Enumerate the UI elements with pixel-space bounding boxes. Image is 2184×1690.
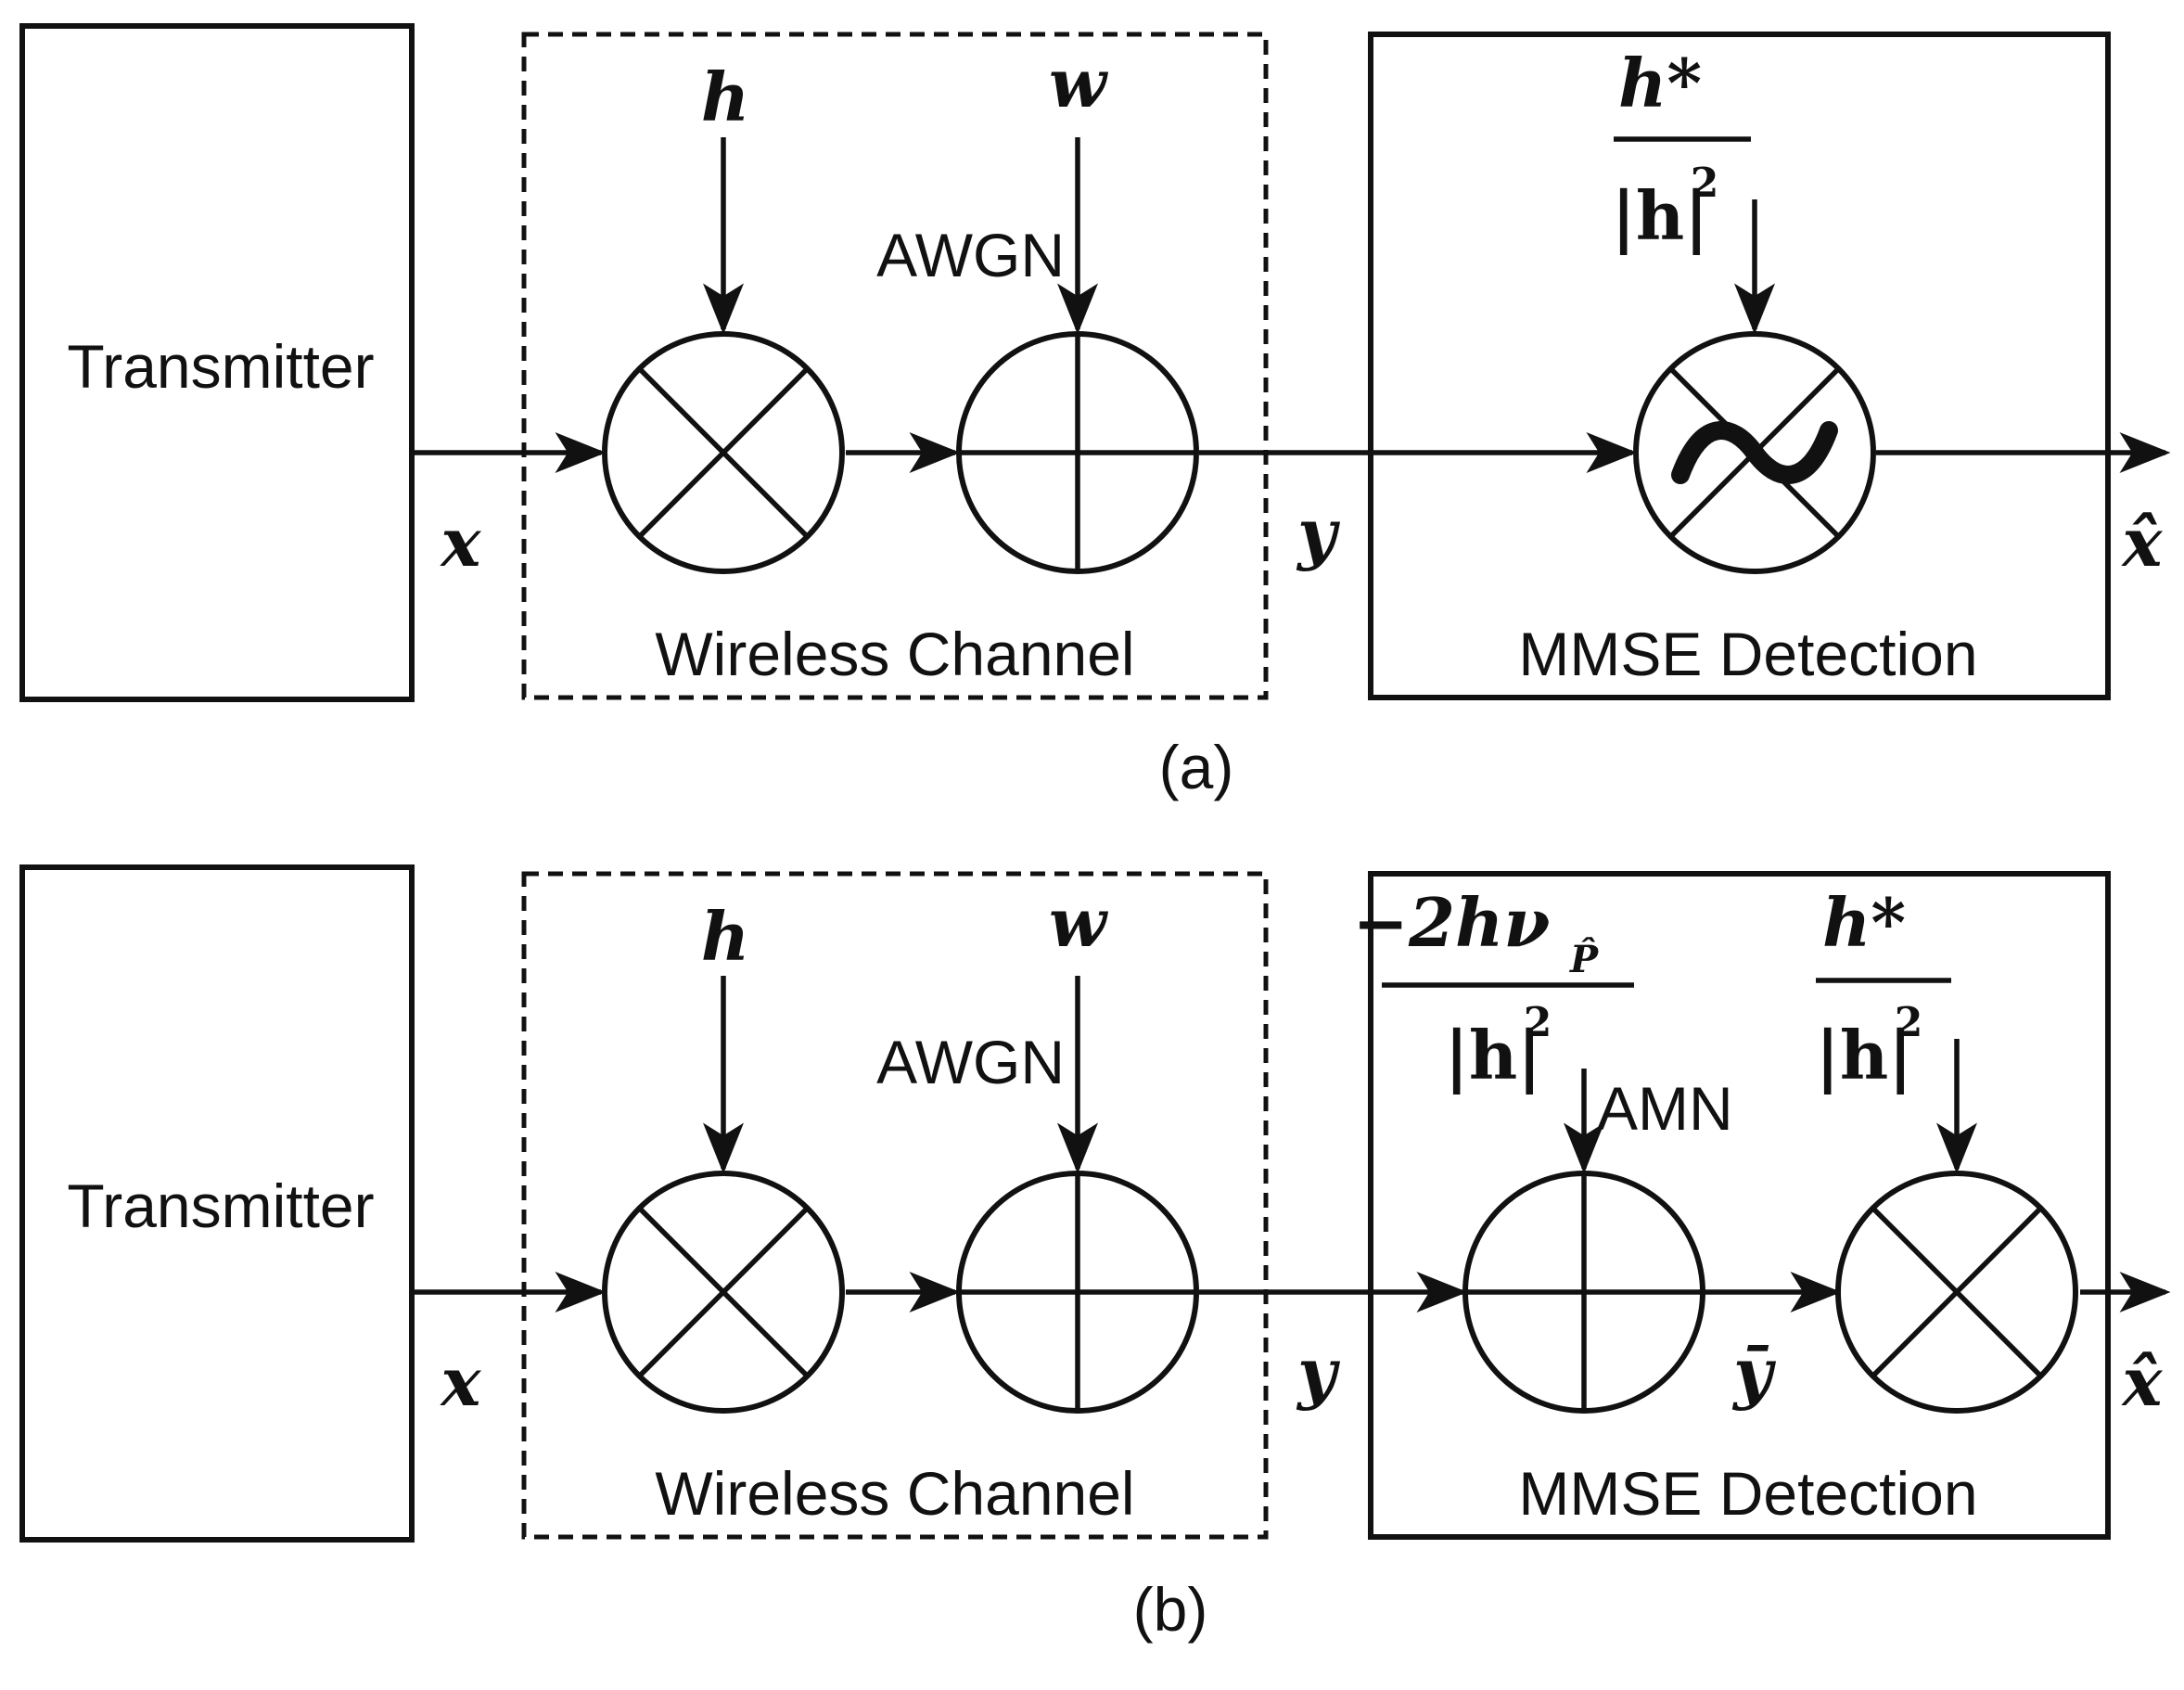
awgn-label-b: AWGN (876, 1028, 1065, 1096)
caption-b: (b) (1133, 1575, 1208, 1644)
amn-adder-b (1462, 1171, 1705, 1414)
h-symbol-a: h (701, 58, 749, 136)
w-symbol-b: w (1049, 883, 1109, 962)
transmitter-label-b: Transmitter (67, 1171, 374, 1240)
x-symbol-a: x (440, 503, 482, 582)
wireless-channel-label-a: Wireless Channel (655, 620, 1134, 688)
wireless-channel-box-b (521, 871, 1269, 1540)
awgn-label-a: AWGN (876, 221, 1065, 289)
awgn-adder-b (956, 1171, 1199, 1414)
amn-exponent-b: 2 (1524, 999, 1552, 1046)
diagram-a: Transmitter Wireless Channel MMSE Detect… (19, 23, 2171, 801)
channel-multiplier-a (602, 331, 845, 574)
amn-label-b: AMN (1597, 1074, 1733, 1143)
xhat-symbol-a: x̂ (2121, 503, 2164, 582)
y-symbol-a: y (1296, 493, 1340, 572)
amn-denominator-b: |h| (1445, 1016, 1542, 1095)
transmitter-label-a: Transmitter (67, 332, 374, 401)
channel-multiplier-b (602, 1171, 845, 1414)
y-symbol-b: y (1296, 1333, 1340, 1412)
caption-a: (a) (1159, 733, 1234, 801)
coef-numerator-b: h* (1822, 883, 1906, 962)
awgn-adder-a (956, 331, 1199, 574)
coef-denominator-a: |h| (1612, 176, 1709, 255)
transmitter-block-a (19, 23, 415, 702)
h-symbol-b: h (701, 897, 749, 976)
wireless-channel-label-b: Wireless Channel (655, 1459, 1134, 1528)
equalizer-multiplier-a (1633, 331, 1876, 574)
mmse-detection-label-a: MMSE Detection (1518, 620, 1977, 688)
diagram-b: Transmitter Wireless Channel MMSE Detect… (19, 864, 2171, 1644)
coef-numerator-a: h* (1618, 44, 1702, 122)
coef-exponent-a: 2 (1691, 160, 1719, 207)
w-symbol-a: w (1049, 44, 1109, 122)
tilde-icon (1671, 421, 1838, 484)
xhat-symbol-b: x̂ (2121, 1342, 2164, 1421)
wireless-channel-box-a (521, 32, 1269, 700)
coef-exponent-b: 2 (1895, 999, 1923, 1046)
x-symbol-b: x (440, 1342, 482, 1421)
coef-denominator-b: |h| (1816, 1016, 1913, 1095)
ybar-symbol-b: ȳ (1731, 1333, 1776, 1412)
transmitter-block-b (19, 864, 415, 1543)
equalizer-multiplier-b (1835, 1171, 2078, 1414)
mmse-detection-label-b: MMSE Detection (1518, 1459, 1977, 1528)
amn-numerator-b: −2hν (1353, 883, 1551, 962)
amn-subscript-b: P̂ (1569, 938, 1600, 981)
